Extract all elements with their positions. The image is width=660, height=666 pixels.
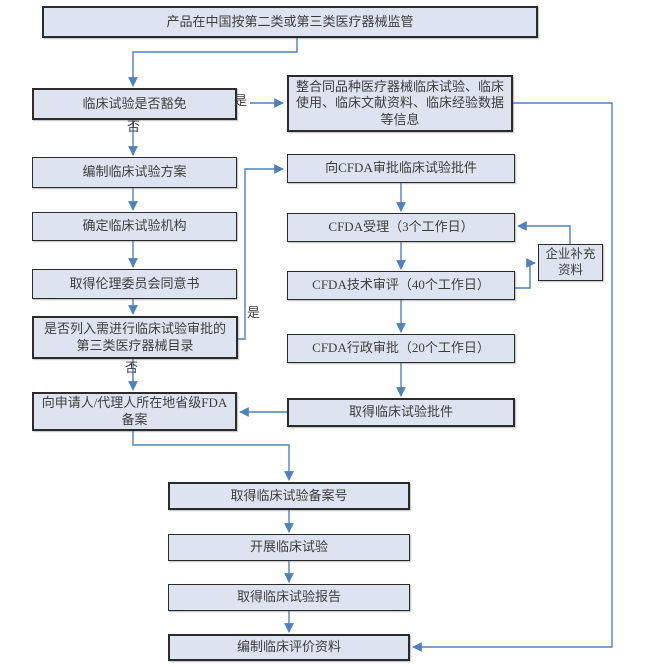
node-ethics-committee-consent: 取得伦理委员会同意书 [32,269,237,299]
edge-supplement-to-accept [517,221,571,244]
node-integrate-same-type-data: 整合同品种医疗器械临床试验、临床使用、临床文献资料、临床经验数据等信息 [287,75,513,132]
edge-tech-to-supplement [515,258,536,289]
node-prepare-evaluation-materials: 编制临床评价资料 [168,634,410,661]
edge-product-to-exempt [128,38,298,87]
edge-integrate-to-evaluation [412,102,613,652]
edge-label-exempt-yes: 是 [234,93,248,108]
node-obtain-trial-report: 取得临床试验报告 [168,584,410,611]
node-provincial-fda-filing: 向申请人/代理人所在地省级FDA备案 [32,392,237,431]
node-prepare-trial-protocol: 编制临床试验方案 [32,157,237,188]
node-cfda-acceptance: CFDA受理（3个工作日） [287,213,515,242]
node-cfda-technical-review: CFDA技术审评（40个工作日） [287,271,515,300]
node-supplementary-materials: 企业补充资料 [538,244,603,281]
node-select-trial-institution: 确定临床试验机构 [32,212,237,241]
node-exemption-decision: 临床试验是否豁免 [32,88,237,120]
edge-provincial-to-filing [132,431,294,481]
edge-label-catalog-yes: 是 [247,305,261,320]
node-cfda-application: 向CFDA审批临床试验批件 [287,154,515,183]
edge-label-exempt-no: 否 [127,119,141,134]
node-product-regulation: 产品在中国按第二类或第三类医疗器械监管 [42,6,538,38]
node-conduct-trial: 开展临床试验 [168,534,410,561]
node-obtain-filing-number: 取得临床试验备案号 [168,482,410,510]
edge-label-catalog-no: 否 [125,360,139,375]
node-catalog-decision: 是否列入需进行临床试验审批的第三类医疗器械目录 [32,316,238,359]
node-obtain-trial-approval: 取得临床试验批件 [287,398,515,427]
edge-catalog-yes-to-cfda-apply [238,164,284,340]
node-cfda-admin-approval: CFDA行政审批（20个工作日） [287,334,515,363]
